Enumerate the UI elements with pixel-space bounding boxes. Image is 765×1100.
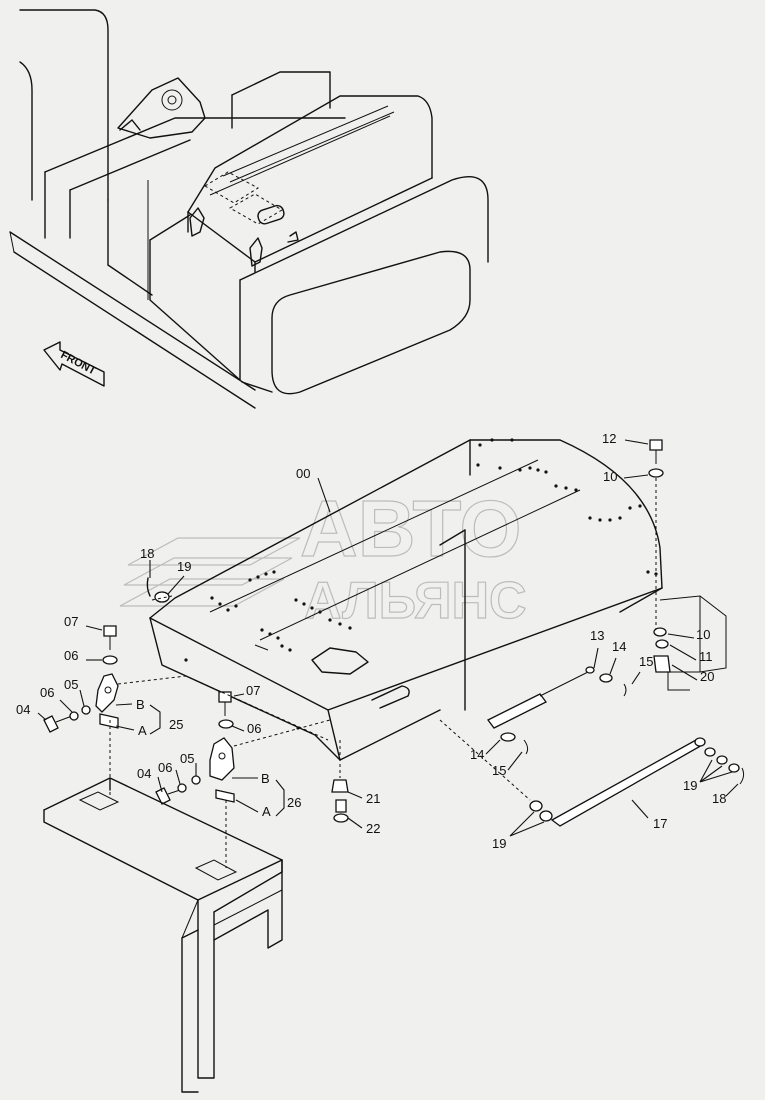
callout-c07a: 07: [64, 614, 78, 629]
callout-c06b: 06: [40, 685, 54, 700]
callout-c04b: 04: [137, 766, 151, 781]
callout-c06d: 06: [158, 760, 172, 775]
callout-c05b: 05: [180, 751, 194, 766]
hood-cover-assembly: [149, 438, 663, 761]
callout-c06c: 06: [247, 721, 261, 736]
callout-cAb: A: [262, 804, 271, 819]
machine-overview: FRONT: [9, 9, 489, 409]
callout-c18b: 18: [712, 791, 726, 806]
callout-c22: 22: [366, 821, 380, 836]
callout-c00: 00: [296, 466, 310, 481]
callout-c18a: 18: [140, 546, 154, 561]
callout-c15a: 15: [639, 654, 653, 669]
callout-c19b: 19: [683, 778, 697, 793]
callout-c12: 12: [602, 431, 616, 446]
watermark: АВТО АЛЬЯНС: [119, 483, 527, 631]
hinge-parts: [43, 439, 745, 827]
callout-cBb: B: [261, 771, 270, 786]
callout-c15b: 15: [492, 763, 506, 778]
callout-cBa: B: [136, 697, 145, 712]
base-frame: [43, 777, 283, 1093]
callout-cAa: A: [138, 723, 147, 738]
callout-c05a: 05: [64, 677, 78, 692]
callout-c10a: 10: [603, 469, 617, 484]
watermark-line1: АВТО: [300, 484, 522, 573]
callout-c14b: 14: [470, 747, 484, 762]
callout-c14a: 14: [612, 639, 626, 654]
watermark-logo-mark: [119, 537, 301, 607]
callout-c21: 21: [366, 791, 380, 806]
callout-c06a: 06: [64, 648, 78, 663]
leader-lines: [37, 439, 739, 868]
callout-c04a: 04: [16, 702, 30, 717]
callout-c20: 20: [700, 669, 714, 684]
callout-c10b: 10: [696, 627, 710, 642]
callout-c19a: 19: [177, 559, 191, 574]
callout-c11: 11: [699, 649, 713, 664]
callout-c19c: 19: [492, 836, 506, 851]
callout-c25: 25: [169, 717, 183, 732]
callout-c17: 17: [653, 816, 667, 831]
watermark-line2: АЛЬЯНС: [304, 572, 527, 630]
callout-c07b: 07: [246, 683, 260, 698]
callout-c13: 13: [590, 628, 604, 643]
callout-c26: 26: [287, 795, 301, 810]
